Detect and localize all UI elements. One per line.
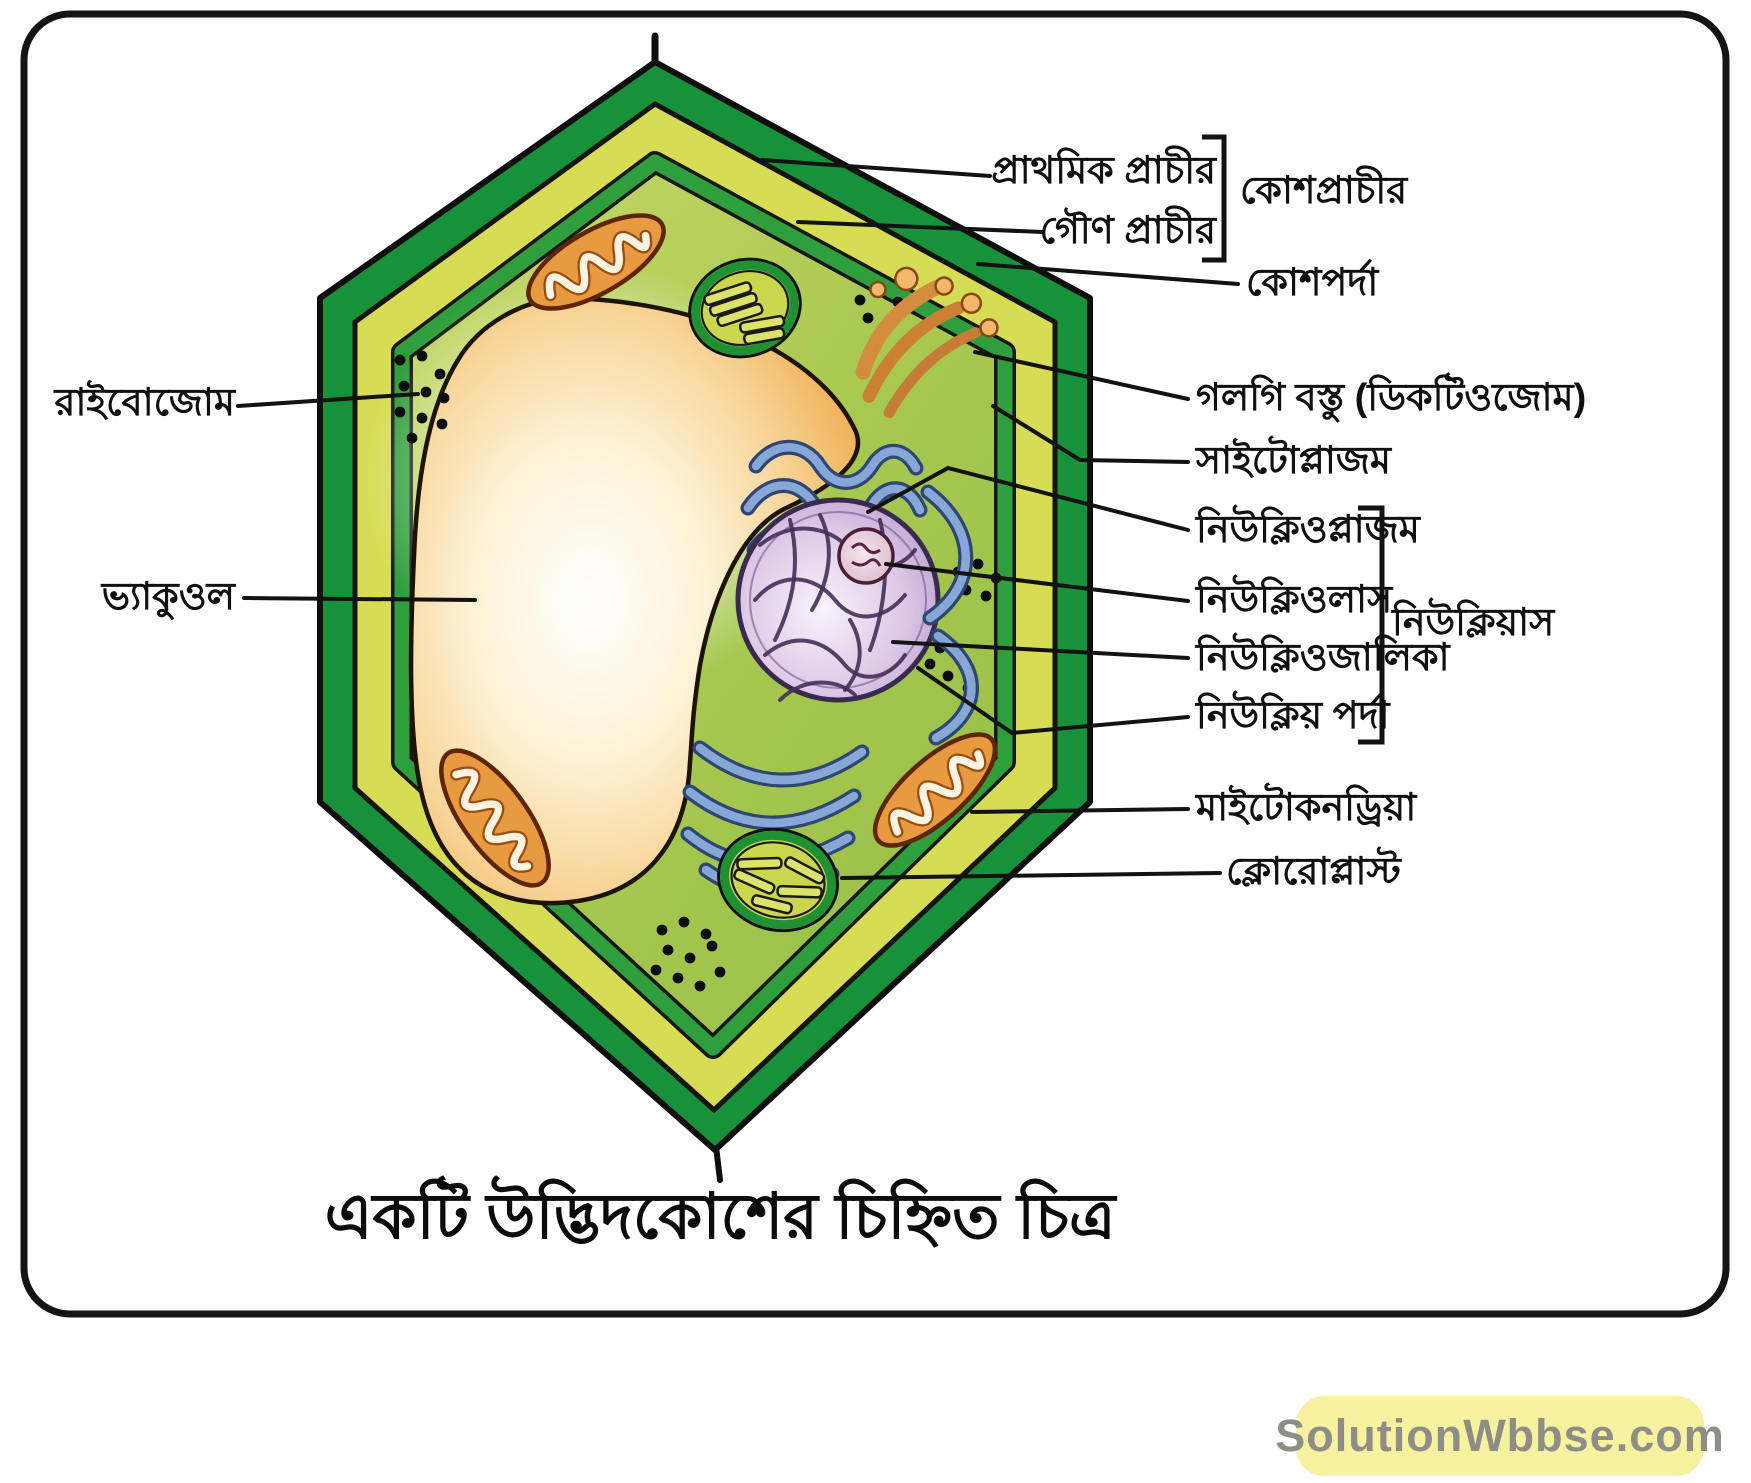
nucleolus-drawing (837, 527, 895, 585)
label-nucleolus: নিউক্লিওলাস (1196, 579, 1393, 622)
leader-secondary-wall (796, 220, 1045, 234)
watermark-badge: SolutionWbbse.com (1275, 1396, 1724, 1476)
golgi-body-drawing (855, 266, 999, 419)
label-primary-wall: প্রাথমিক প্রাচীর (991, 150, 1216, 193)
vacuole-drawing (408, 295, 861, 906)
label-secondary-wall: গৌণ প্রাচীর (1039, 210, 1216, 253)
leader-golgi (973, 350, 1190, 401)
leader-nucleolus (884, 562, 1190, 603)
label-cell-wall: কোশপ্রাচীর (1240, 170, 1408, 213)
cell-membrane-drawing (391, 151, 1016, 1059)
mitochondrion-top (526, 213, 666, 311)
ribosome-dots-bottom (650, 916, 726, 992)
leader-vacuole (242, 596, 477, 602)
watermark-text: SolutionWbbse.com (1275, 1410, 1725, 1461)
nucleus-drawing (735, 497, 941, 703)
chloroplast-top (688, 257, 802, 359)
leader-nuclear-membrane (916, 666, 1190, 736)
leader-nuclear-reticulum (891, 640, 1190, 660)
label-ribosome: রাইবোজোম (54, 382, 235, 425)
label-nucleoplasm: নিউক্লিওপ্লাজম (1196, 509, 1420, 552)
cell-drawing (317, 32, 1093, 1183)
nucleus-bracket (1358, 505, 1385, 745)
leader-primary-wall (760, 158, 992, 178)
leader-lines (236, 158, 1240, 880)
figure-title: একটি উদ্ভিদকোশের চিহ্নিত চিত্র (324, 1182, 1116, 1252)
leader-chloroplast (840, 871, 1222, 880)
leader-cytoplasm (991, 404, 1190, 464)
label-chloroplast: ক্লোরোপ্লাস্ট (1226, 851, 1401, 894)
label-vacuole: ভ্যাকুওল (101, 576, 235, 619)
label-cell-membrane: কোশপর্দা (1246, 262, 1379, 305)
mitochondrion-right (872, 732, 998, 848)
label-cytoplasm: সাইটোপ্লাজম (1196, 440, 1391, 483)
cell-wall-bracket (1202, 134, 1227, 263)
label-nuclear-membrane: নিউক্লিয় পর্দা (1196, 695, 1390, 738)
label-golgi-body: গলগি বস্তু (ডিকটিওজোম) (1196, 377, 1587, 420)
mitochondrion-left (439, 748, 551, 888)
label-nuclear-reticulum: নিউক্লিওজালিকা (1196, 637, 1450, 680)
leader-mitochondria (970, 807, 1190, 814)
leader-nucleoplasm (866, 465, 1190, 532)
chloroplast-bottom (717, 827, 839, 933)
ribosome-dots-left (394, 350, 450, 444)
leader-cell-membrane (976, 262, 1240, 286)
leader-ribosome (236, 392, 420, 408)
label-nucleus: নিউক্লিয়াস (1392, 602, 1555, 645)
label-mitochondria: মাইটোকনড্রিয়া (1196, 787, 1417, 830)
page-border (20, 10, 1730, 1318)
